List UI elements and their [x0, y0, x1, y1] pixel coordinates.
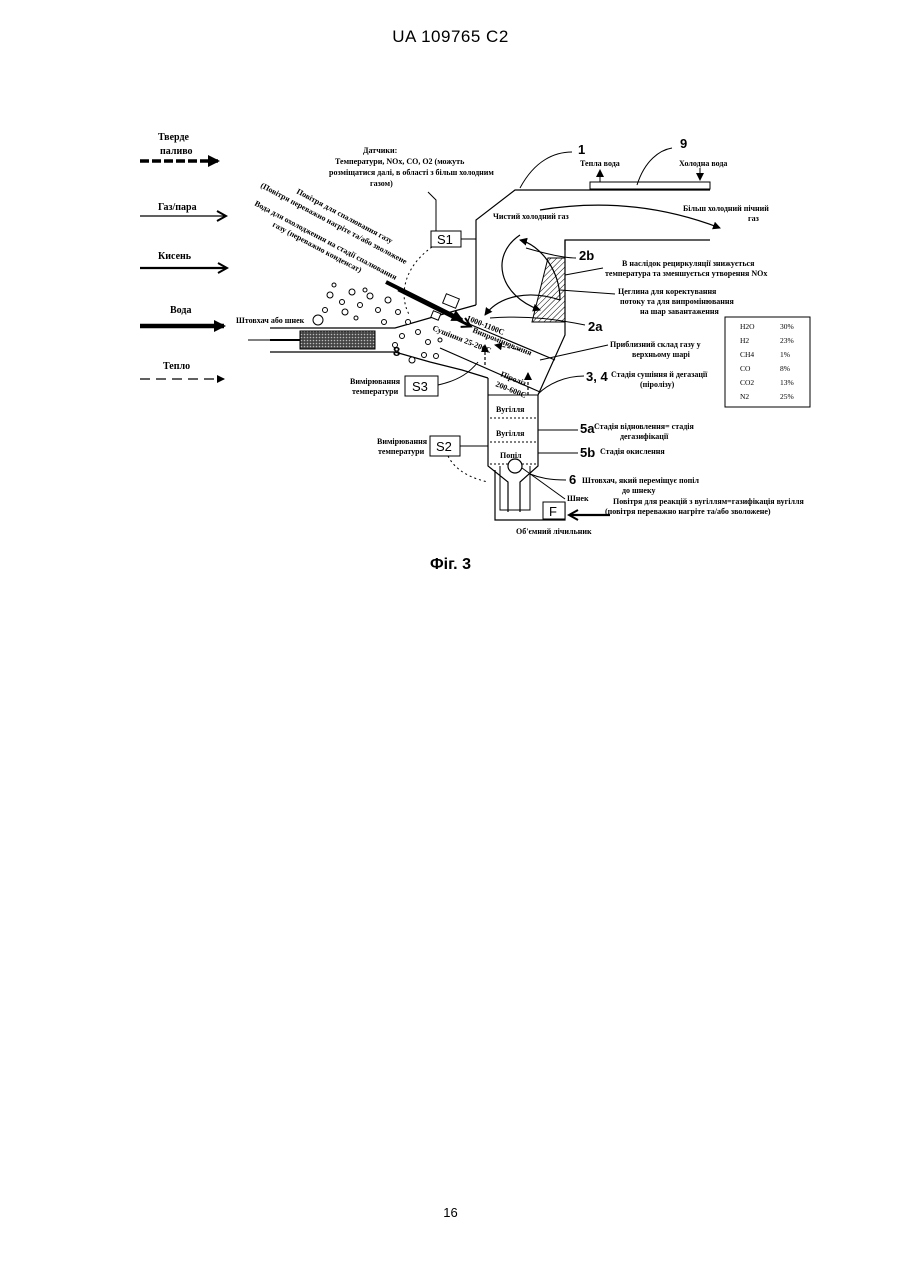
screw-leader	[522, 468, 565, 499]
volume-meter-label: Об'ємний лічильник	[516, 527, 592, 536]
legend-gas-steam-label: Газ/пара	[158, 202, 197, 213]
gasification-air-label-2: (повітря переважно нагріте та/або зволож…	[605, 507, 771, 516]
screw-label: Шнек	[567, 494, 589, 503]
gas-row-n2-name: N2	[740, 392, 749, 401]
gas-row-ch4-name: CH4	[740, 350, 754, 359]
clean-cold-gas-label: Чистий холодний газ	[493, 212, 570, 221]
callout-9-leader	[637, 148, 672, 185]
brick-note-1: Цеглина для коректування	[618, 287, 717, 296]
legend-oxygen-label: Кисень	[158, 251, 192, 262]
sensor-s1-label: S1	[437, 232, 453, 247]
callout-6: 6	[569, 472, 576, 487]
gas-row-h2o-name: H2O	[740, 322, 755, 331]
callout-8: 8	[393, 344, 400, 359]
gas-row-co2-pct: 13%	[780, 378, 794, 387]
flow-meter-f-label: F	[549, 504, 557, 519]
pusher-or-screw-label: Штовхач або шнек	[236, 316, 305, 325]
ash-screw	[508, 459, 522, 473]
cold-water-label: Холодна вода	[679, 159, 727, 168]
gas-composition-note-2: верхньому шарі	[632, 350, 691, 359]
gas-composition-note-1: Приблизний склад газу у	[610, 340, 701, 349]
sensors-line-3: розміщатися далі, в області з більш холо…	[329, 168, 494, 177]
brick-note-2: потоку та для випромінювання	[620, 297, 734, 306]
legend-heat-label: Тепло	[163, 361, 190, 372]
temperature-measurement-s3-label-2: температури	[352, 387, 399, 396]
callout-2b: 2b	[579, 248, 594, 263]
sensor-s3-label: S3	[412, 379, 428, 394]
sensor-s2-label: S2	[436, 439, 452, 454]
nozzle-box-1	[443, 294, 460, 309]
gas-row-co2-name: CO2	[740, 378, 754, 387]
temperature-measurement-s2-label-2: температури	[378, 447, 425, 456]
gas-composition-leader	[540, 345, 608, 360]
brick-note-3: на шар завантаження	[640, 307, 719, 316]
callout-1: 1	[578, 142, 585, 157]
figure-caption: Фіг. 3	[0, 556, 901, 574]
reduction-stage-label-1: Стадія відновлення= стадія	[594, 422, 695, 431]
callout-2b-leader	[526, 248, 576, 258]
callout-1-leader	[520, 152, 572, 188]
gas-row-h2o-pct: 30%	[780, 322, 794, 331]
gas-row-h2-name: H2	[740, 336, 749, 345]
drying-stage-label-1: Стадія сушіння й дегазації	[611, 370, 708, 379]
brick-note-leader	[560, 290, 615, 294]
sensor-s2-dotted-arc	[448, 456, 488, 482]
gas-row-n2-pct: 25%	[780, 392, 794, 401]
sensors-line-4: газом)	[370, 179, 393, 188]
sensors-title: Датчики:	[363, 146, 397, 155]
recirculation-note-2: температура та зменшується утворення NOx	[605, 269, 767, 278]
fuel-pusher-block	[300, 331, 375, 349]
gas-composition-table: H2O 30% H2 23% CH4 1% CO 8% CO2 13% N2 2…	[725, 317, 810, 407]
recirculation-note-1: В наслідок рециркуляції знижується	[622, 259, 755, 268]
sensors-leader	[428, 192, 436, 232]
temperature-measurement-s2-label-1: Вимірювання	[377, 437, 428, 446]
drying-stage-label-2: (піролізу)	[640, 380, 675, 389]
temperature-measurement-s3-label-1: Вимірювання	[350, 377, 401, 386]
callout-6-leader	[530, 474, 566, 480]
heat-exchanger-9	[590, 182, 710, 189]
ash-label: Попіл	[500, 451, 522, 460]
legend: Тверде паливо Газ/пара Кисень Вода Тепло	[140, 132, 226, 379]
ash-pusher-label-2: до шнеку	[622, 486, 655, 495]
sensors-line-2: Температури, NOx, CO, O2 (можуть	[335, 157, 465, 166]
recirculation-note-leader	[565, 268, 603, 275]
legend-solid-fuel-label-1: Тверде	[158, 132, 189, 143]
colder-flue-gas-label-2: газ	[748, 214, 760, 223]
fuel-particles	[313, 283, 442, 363]
page-number: 16	[0, 1205, 901, 1220]
legend-water-label: Вода	[170, 305, 191, 316]
callout-5b: 5b	[580, 445, 595, 460]
nozzle-box-2	[431, 311, 441, 320]
callout-2a: 2a	[588, 319, 603, 334]
reduction-stage-label-2: дегазифікації	[620, 432, 669, 441]
gas-row-co-name: CO	[740, 364, 751, 373]
callout-9: 9	[680, 136, 687, 151]
charcoal-label-2: Вугілля	[496, 429, 525, 438]
colder-flue-gas-label-1: Більш холодний пічний	[683, 204, 769, 213]
oxidation-stage-label: Стадія окислення	[600, 447, 665, 456]
ash-pusher-label-1: Штовхач, який переміщує попіл	[582, 476, 699, 485]
callout-5a: 5a	[580, 421, 595, 436]
gas-row-h2-pct: 23%	[780, 336, 794, 345]
gas-row-co-pct: 8%	[780, 364, 790, 373]
gasification-air-label-1: Повітря для реакцій з вугіллям=газифікац…	[613, 497, 804, 506]
legend-solid-fuel-label-2: паливо	[160, 146, 193, 157]
callout-3-4: 3, 4	[586, 369, 608, 384]
warm-water-label: Тепла вода	[580, 159, 620, 168]
charcoal-label-1: Вугілля	[496, 405, 525, 414]
gas-row-ch4-pct: 1%	[780, 350, 790, 359]
